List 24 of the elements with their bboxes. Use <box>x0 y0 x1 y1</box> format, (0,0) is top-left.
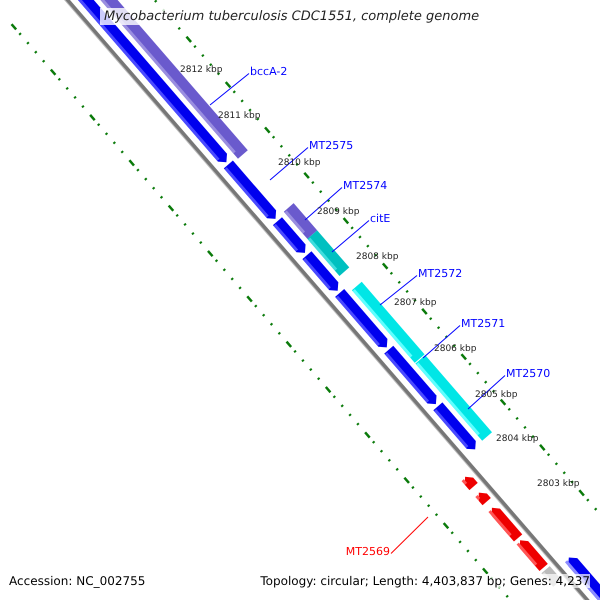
scale-label: 2803 kbp <box>537 479 580 489</box>
scale-label: 2804 kbp <box>496 434 538 444</box>
gene-label: MT2575 <box>309 139 354 152</box>
scale-label: 2808 kbp <box>356 252 398 262</box>
info-text: Topology: circular; Length: 4,403,837 bp; Genes: 4,237 <box>260 574 590 588</box>
gene-label: MT2569 <box>346 545 390 558</box>
leader-line <box>380 275 418 306</box>
gene-label: MT2570 <box>506 367 550 380</box>
gene-label: MT2571 <box>461 317 506 330</box>
scale-label: 2809 kbp <box>317 207 360 217</box>
leader-line <box>390 516 428 554</box>
gene-label: MT2574 <box>343 179 388 192</box>
leader-line <box>210 73 250 106</box>
scale-label: 2806 kbp <box>434 344 476 354</box>
gene-label: citE <box>370 212 390 225</box>
scale-label: 2811 kbp <box>218 111 260 121</box>
leader-line <box>304 187 342 220</box>
leader-line <box>332 220 370 252</box>
info-text: Accession: NC_002755 <box>9 574 146 588</box>
gene-label: MT2572 <box>418 267 462 280</box>
scale-label: 2807 kbp <box>394 298 436 308</box>
gene-label: bccA-2 <box>250 65 288 78</box>
leader-line <box>422 325 460 358</box>
scale-label: 2812 kbp <box>180 65 222 75</box>
